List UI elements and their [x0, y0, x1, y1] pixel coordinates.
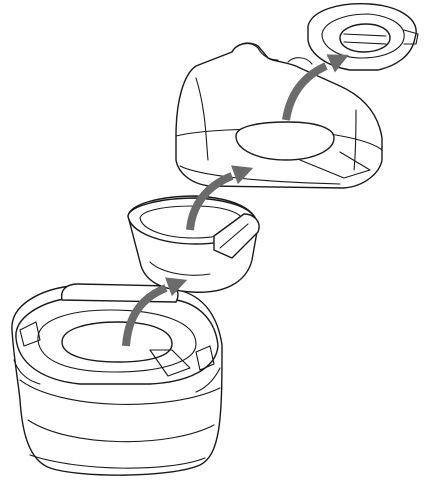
seat-lid-icon	[307, 3, 419, 71]
arrow-head	[165, 277, 188, 297]
arrow-head	[231, 165, 254, 185]
arrow-head	[326, 54, 349, 73]
arrow-shaft	[282, 62, 328, 121]
potty-bowl-icon	[127, 195, 260, 293]
arrow-3-icon	[282, 54, 349, 121]
arrow-1-icon	[122, 277, 188, 347]
arrow-shaft	[122, 284, 168, 347]
arrow-2-icon	[186, 165, 254, 231]
potty-base-icon	[11, 283, 223, 476]
arrow-shaft	[186, 172, 234, 231]
assembly-arrows	[122, 54, 349, 347]
